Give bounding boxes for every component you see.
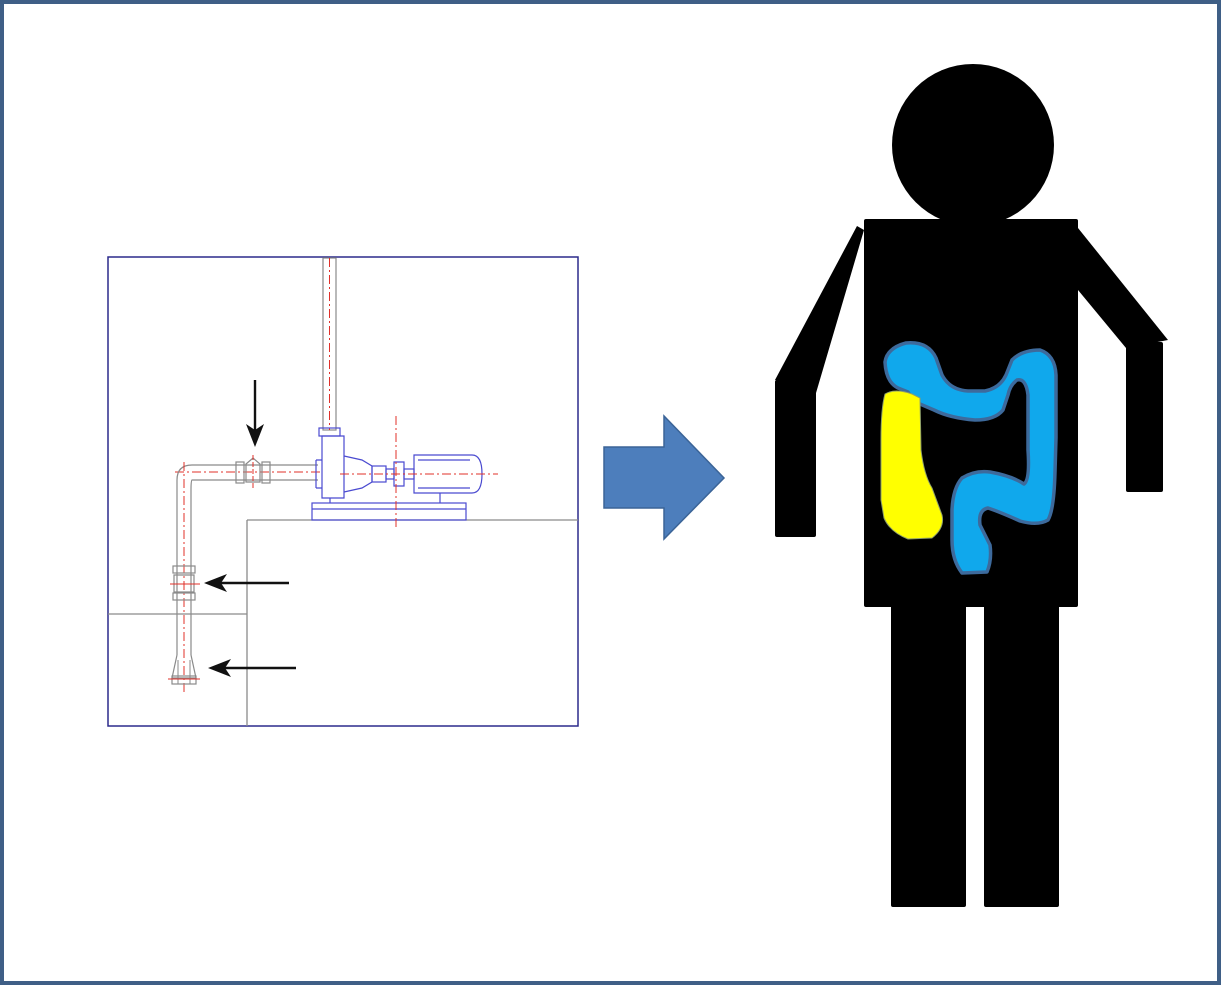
pointer-arrow-left-strainer xyxy=(208,659,296,677)
suction-pipe-vertical xyxy=(168,462,200,692)
figure-left-upper-arm xyxy=(775,226,864,393)
figure-head xyxy=(892,64,1054,226)
pump-motor-assembly xyxy=(311,435,483,521)
pointer-arrow-left-valve xyxy=(204,574,289,592)
right-arrow-icon xyxy=(603,414,726,541)
pump-piping-schematic-icon xyxy=(107,256,579,727)
figure-left-leg xyxy=(891,600,966,907)
figure-left-forearm xyxy=(775,380,816,537)
pointer-arrows xyxy=(204,380,296,677)
suction-pipe-horizontal xyxy=(175,455,320,490)
pointer-arrow-down xyxy=(246,380,264,447)
schematic-panel xyxy=(107,256,579,727)
pipe-elbow xyxy=(176,464,193,491)
figure-right-forearm xyxy=(1126,342,1163,492)
ascending-colon-highlight-icon xyxy=(880,390,943,540)
discharge-pipe xyxy=(318,257,341,437)
figure-right-upper-arm xyxy=(1078,228,1168,348)
colon-icon xyxy=(883,341,1058,575)
figure-right-leg xyxy=(984,600,1059,907)
